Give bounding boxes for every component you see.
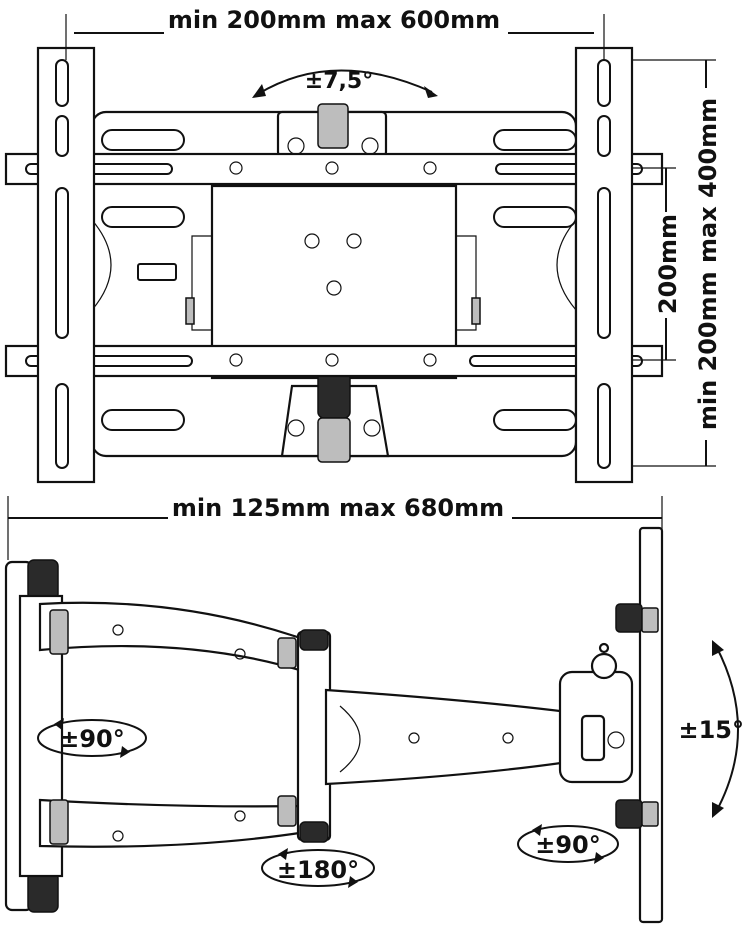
screw: [304, 233, 320, 249]
upper-arm: [38, 601, 308, 674]
tv-swivel-ellipse: [517, 825, 619, 863]
wall-swivel-label: ±90°: [59, 725, 125, 753]
screw: [326, 280, 342, 296]
rotation-label: ±15°: [678, 716, 744, 744]
tv-swivel-label: ±90°: [535, 831, 601, 859]
inner-height-label: 200mm: [654, 214, 682, 314]
plate-slot: [101, 206, 185, 228]
plate-slot: [493, 409, 577, 431]
outer-height-label: min 200mm max 400mm: [694, 98, 722, 430]
knob: [615, 603, 643, 633]
side-view: min 125mm max 680mm: [4, 494, 744, 924]
tilt-label: ±7,5°: [305, 69, 373, 94]
knob: [615, 799, 643, 829]
lower-arm: [38, 798, 308, 848]
latch: [185, 297, 195, 325]
mid-swivel-ellipse: [261, 849, 375, 887]
front-view: min 200mm max 600mm ±7,5° 200mm min 200m…: [4, 6, 722, 484]
width-dimension-label: min 200mm max 600mm: [168, 6, 500, 34]
tilt-arrow: [257, 69, 433, 95]
tv-plate-side: [638, 526, 664, 924]
plate-slot: [493, 206, 577, 228]
level-window: [137, 263, 177, 281]
screw: [346, 233, 362, 249]
plate-slot: [493, 129, 577, 151]
wall-swivel-ellipse: [37, 719, 147, 757]
forearm: [324, 688, 570, 786]
latch: [471, 297, 481, 325]
rotation-arrow: [715, 645, 739, 813]
plate-slot: [101, 129, 185, 151]
plate-slot: [101, 409, 185, 431]
mid-swivel-label: ±180°: [277, 856, 359, 884]
extension-dimension-label: min 125mm max 680mm: [172, 494, 504, 522]
